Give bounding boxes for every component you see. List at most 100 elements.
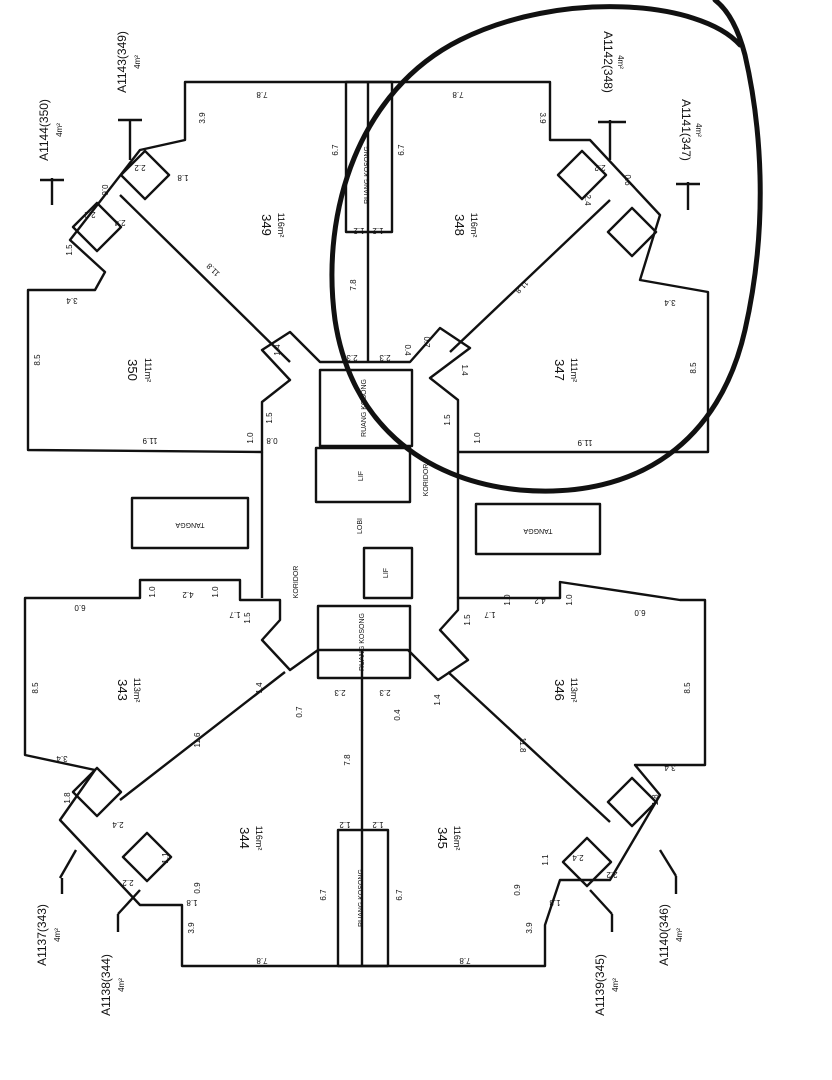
label-koridor-1: KORIDOR xyxy=(293,566,300,599)
unit-no-347: 347 xyxy=(552,359,567,381)
balcony-350 xyxy=(71,201,123,253)
balcony-347 xyxy=(606,206,658,258)
unit-no-349: 349 xyxy=(259,214,274,236)
tag-a1141-area: 4m² xyxy=(694,123,703,137)
dim-82: 1.1 xyxy=(541,854,550,866)
dim-51: 8.5 xyxy=(683,682,692,694)
dim-15: 3.4 xyxy=(664,298,676,307)
dim-18: 1.5 xyxy=(443,414,452,426)
tag-a1137: A1137(343) xyxy=(35,904,49,966)
dim-23: 1.4 xyxy=(273,344,282,356)
dim-22: 0.8 xyxy=(266,436,278,445)
dim-70: 7.8 xyxy=(459,956,471,965)
dim-38: 6.0 xyxy=(74,603,86,612)
unit-area-346: 113m² xyxy=(569,678,579,703)
unit-area-349: 116m² xyxy=(276,213,286,238)
dim-35: 0.6 xyxy=(623,174,632,186)
dim-3: 3.9 xyxy=(198,112,207,124)
dim-57: 0.4 xyxy=(393,709,402,721)
marker-circle-annotation xyxy=(329,0,763,494)
balcony-345 xyxy=(561,836,613,888)
dim-60: 2.3 xyxy=(334,688,346,697)
dim-78: 2.4 xyxy=(572,853,584,862)
label-tangga-2: TANGGA xyxy=(523,527,552,534)
dim-58: 1.4 xyxy=(255,682,264,694)
tag-a1138-area: 4m² xyxy=(117,978,126,992)
label-ruang-kosong-1: RUANG KOSONG xyxy=(364,146,371,204)
tag-a1137-area: 4m² xyxy=(53,928,62,942)
dim-53: 11.8 xyxy=(518,738,527,754)
dim-28: 2.3 xyxy=(379,353,391,362)
dim-6: 6.7 xyxy=(397,144,406,156)
diag-349-350 xyxy=(119,194,291,363)
dim-45: 1.0 xyxy=(565,594,574,606)
dim-50: 8.5 xyxy=(31,682,40,694)
tag-a1140-area: 4m² xyxy=(675,928,684,942)
dim-11: 11.9 xyxy=(577,438,593,447)
stair-left xyxy=(130,496,250,550)
label-ruang-kosong-4: RUANG KOSONG xyxy=(358,869,365,927)
dim-20: 1.0 xyxy=(246,432,255,444)
unit-area-344: 116m² xyxy=(254,826,264,851)
dim-39: 6.0 xyxy=(634,608,646,617)
dim-65: 6.7 xyxy=(319,889,328,901)
diag-345-346 xyxy=(447,671,611,823)
unit-area-347: 111m² xyxy=(569,358,579,382)
dim-10: 11.9 xyxy=(142,436,158,445)
dim-43: 1.0 xyxy=(211,586,220,598)
dim-68: 3.9 xyxy=(525,922,534,934)
void-core-lower xyxy=(316,604,412,680)
dim-37: 1.2 xyxy=(353,226,365,235)
tag-a1144: A1144(350) xyxy=(37,99,51,161)
dim-1: 7.8 xyxy=(256,90,268,99)
dim-71: 1.8 xyxy=(63,792,72,804)
tag-a1140: A1140(346) xyxy=(657,904,671,966)
dim-17: 1.5 xyxy=(65,244,74,256)
tag-a1139: A1139(345) xyxy=(593,954,607,1016)
dim-31: 0.6 xyxy=(100,184,109,196)
balcony-344 xyxy=(121,831,173,883)
dim-54: 3.4 xyxy=(56,754,68,763)
dim-7: 7.8 xyxy=(349,279,358,291)
dim-36: 1.2 xyxy=(372,226,384,235)
dim-26: 0.7 xyxy=(422,336,431,348)
dim-59: 1.4 xyxy=(433,694,442,706)
dim-72: 1.8 xyxy=(186,898,198,907)
lift-upper xyxy=(314,446,412,504)
dim-42: 1.0 xyxy=(148,586,157,598)
unit-no-345: 345 xyxy=(435,827,450,849)
diag-343-344 xyxy=(119,671,286,801)
dim-62: 7.8 xyxy=(343,754,352,766)
dim-75: 2.2 xyxy=(122,878,134,887)
dim-47: 1.7 xyxy=(484,610,496,619)
balcony-349 xyxy=(119,149,171,201)
dim-49: 1.5 xyxy=(463,614,472,626)
dim-77: 2.4 xyxy=(112,820,124,829)
dim-80: 0.9 xyxy=(513,884,522,896)
dim-48: 1.5 xyxy=(243,612,252,624)
upper-wing-outline xyxy=(26,80,710,454)
label-ruang-kosong-2: RUANG KOSONG xyxy=(361,379,368,437)
dim-29: 2.2 xyxy=(84,210,96,219)
balcony-346 xyxy=(606,776,658,828)
dim-25: 0.4 xyxy=(403,344,412,356)
dim-55: 3.4 xyxy=(664,763,676,772)
unit-no-350: 350 xyxy=(125,359,140,381)
label-tangga-1: TANGGA xyxy=(175,521,204,528)
dim-5: 6.7 xyxy=(331,144,340,156)
stair-right xyxy=(474,502,602,556)
dim-66: 6.7 xyxy=(395,889,404,901)
unit-area-350: 111m² xyxy=(143,358,153,382)
dim-64: 1.2 xyxy=(372,820,384,829)
dim-12: 11.8 xyxy=(204,261,221,278)
dim-13: 11.8 xyxy=(513,278,530,295)
tag-a1138: A1138(344) xyxy=(99,954,113,1016)
dim-41: 4.2 xyxy=(534,596,546,605)
dim-46: 1.7 xyxy=(229,610,241,619)
dim-56: 0.7 xyxy=(295,706,304,718)
dim-34: 2.4 xyxy=(583,194,592,206)
label-lobi: LOBI xyxy=(357,518,364,534)
dim-74: 1.8 xyxy=(651,794,660,806)
tag-a1142: A1142(348) xyxy=(601,31,615,93)
